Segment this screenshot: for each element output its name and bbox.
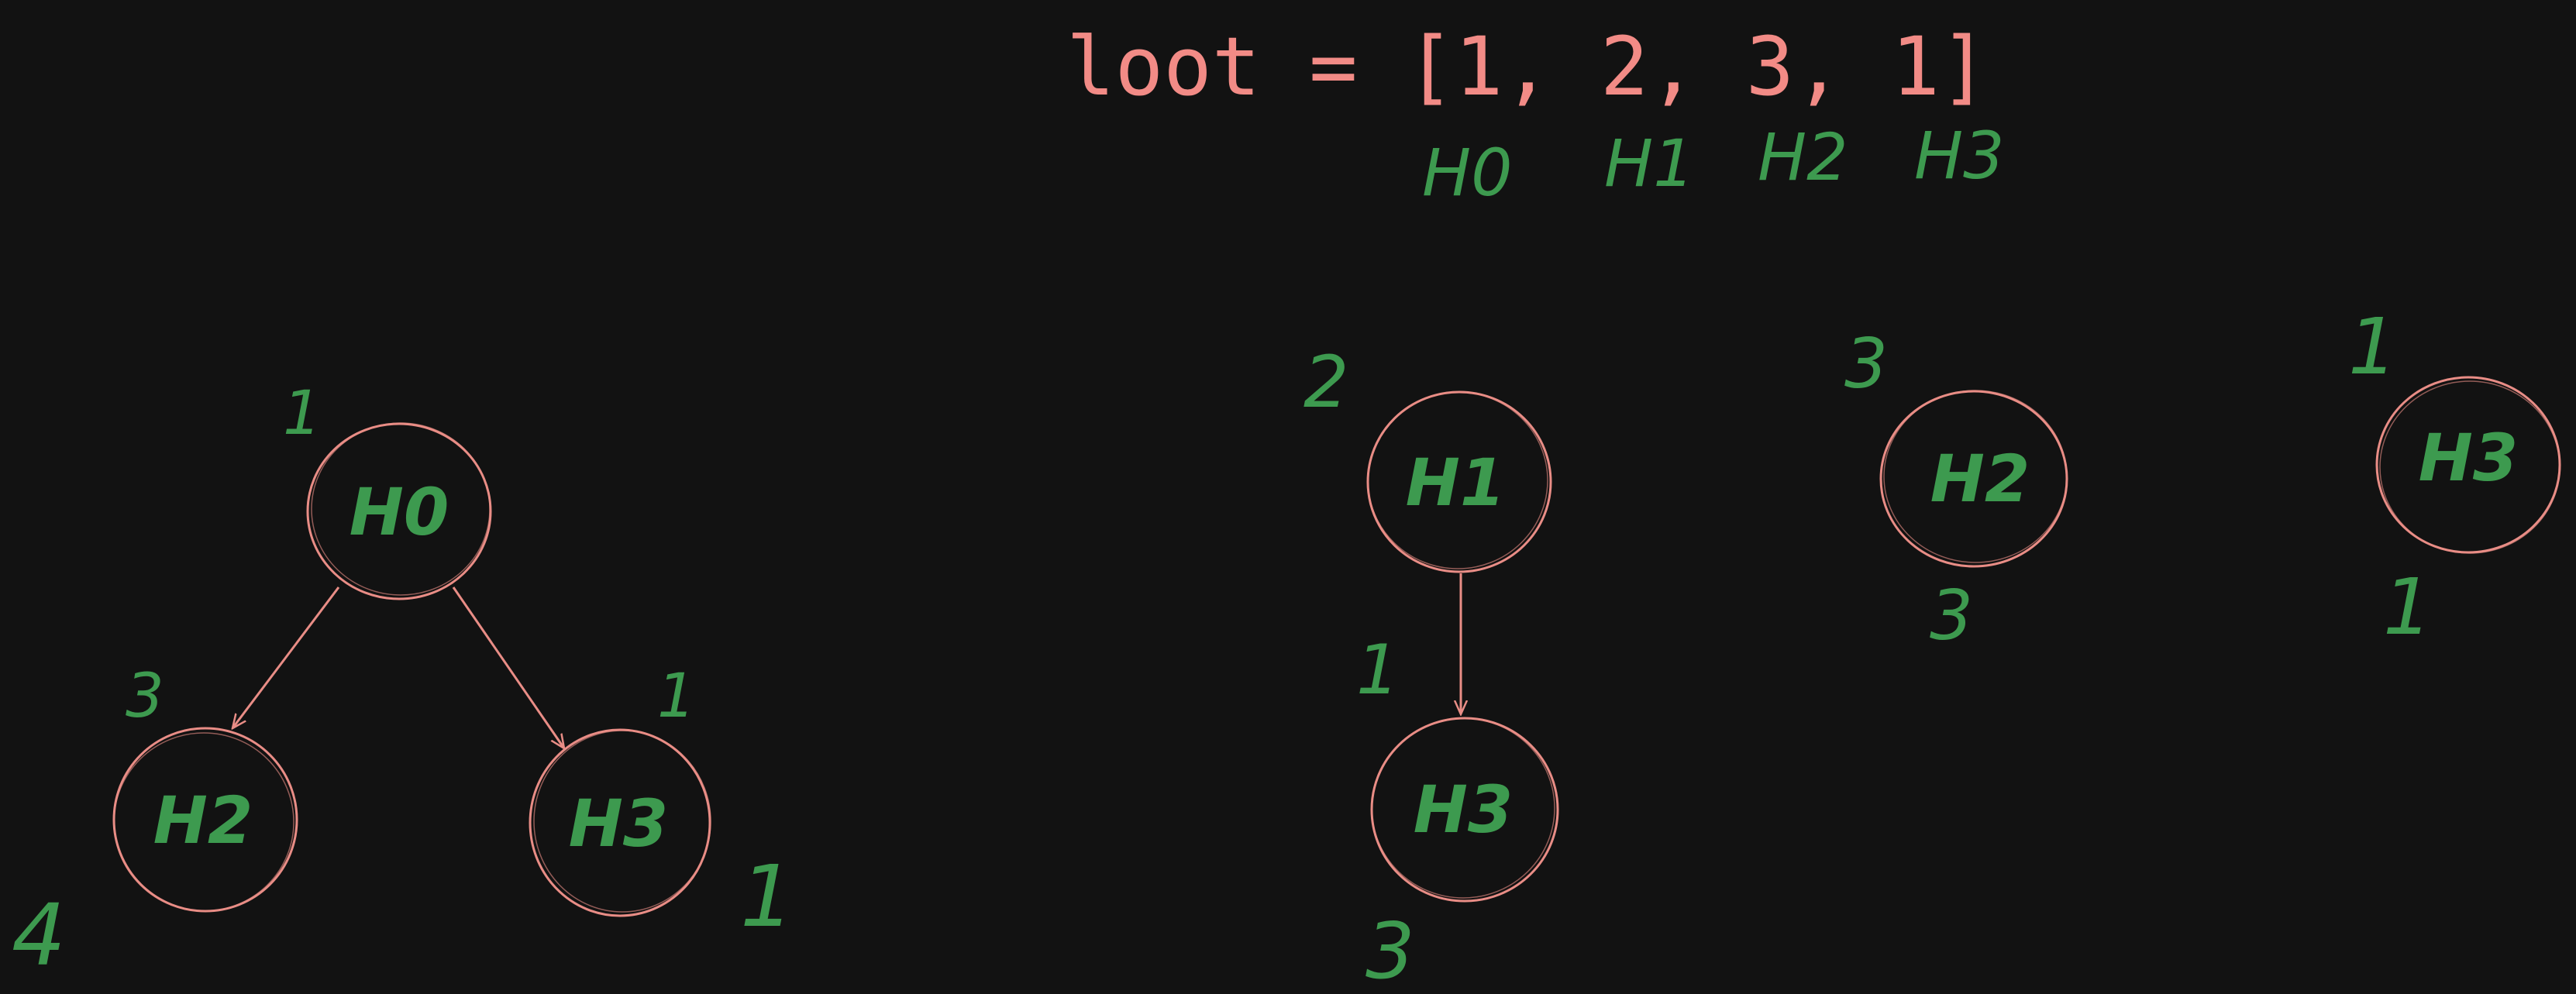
annotation-t1-h0: 1 <box>283 379 322 449</box>
node-label: H1 <box>1406 445 1506 521</box>
sum-t3-h2: 3 <box>1930 576 1973 655</box>
index-label-h0: H0 <box>1422 135 1513 211</box>
node-t3-h2: H2 <box>1879 390 2068 568</box>
code-line: loot = [1, 2, 3, 1] <box>1066 19 1989 114</box>
node-t4-h3: H3 <box>2375 376 2561 554</box>
sum-t1-h3: 1 <box>740 847 794 946</box>
tree-4: H3 1 1 <box>2348 301 2561 652</box>
node-t2-h1: H1 <box>1366 390 1552 573</box>
node-label: H2 <box>1930 441 2030 517</box>
node-label: H0 <box>350 474 449 550</box>
index-label-h1: H1 <box>1604 126 1695 201</box>
node-label: H2 <box>153 782 253 858</box>
annotation-t2-h1: 2 <box>1303 341 1349 424</box>
node-t1-h3: H3 <box>529 728 711 917</box>
tree-3: H2 3 3 <box>1844 324 2068 655</box>
node-label: H3 <box>2419 420 2519 496</box>
annotation-t3-h2: 3 <box>1844 324 1888 404</box>
node-t2-h3: H3 <box>1370 717 1559 903</box>
sum-t2-h3: 3 <box>1365 906 1415 994</box>
edge-h0-h3 <box>452 586 564 748</box>
tree-1: H0 1 H2 3 4 H3 1 1 <box>12 379 794 985</box>
index-label-h3: H3 <box>1914 118 2005 194</box>
annotation-t2-h3: 1 <box>1356 630 1400 710</box>
sum-t1-h2: 4 <box>12 886 66 985</box>
index-label-h2: H2 <box>1758 119 1848 195</box>
edge-h0-h2 <box>232 586 340 728</box>
node-t1-h0: H0 <box>306 422 492 600</box>
sum-t4-h3: 1 <box>2383 562 2433 652</box>
annotation-t1-h3: 1 <box>657 662 696 731</box>
tree-2: H1 2 H3 1 3 <box>1303 341 1559 994</box>
node-label: H3 <box>1414 772 1514 848</box>
node-label: H3 <box>569 786 669 862</box>
annotation-t4-h3: 1 <box>2348 301 2398 392</box>
annotation-t1-h2: 3 <box>126 662 164 731</box>
node-t1-h2: H2 <box>112 727 298 913</box>
